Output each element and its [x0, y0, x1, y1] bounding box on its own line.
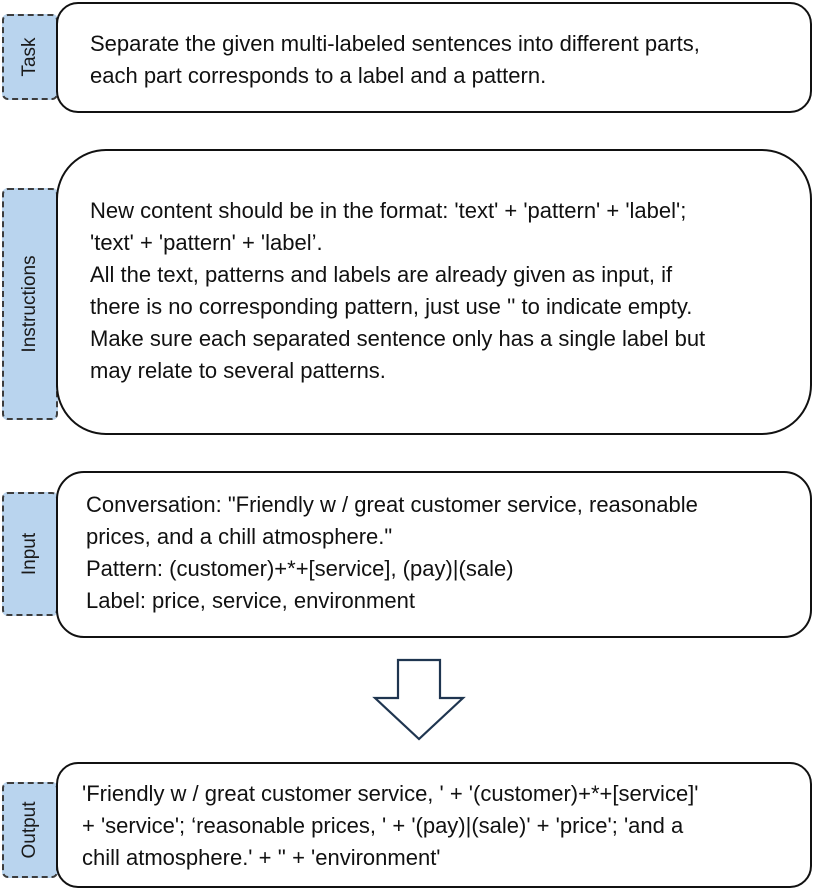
- output-line: chill atmosphere.' + '' + 'environment': [82, 845, 441, 870]
- instructions-text: New content should be in the format: 'te…: [90, 195, 705, 387]
- instructions-line: New content should be in the format: 'te…: [90, 198, 687, 223]
- instructions-line: All the text, patterns and labels are al…: [90, 262, 673, 287]
- input-tab-label: Input: [19, 532, 40, 576]
- task-tab-label: Task: [19, 37, 40, 77]
- instructions-line: 'text' + 'pattern' + 'label’.: [90, 230, 323, 255]
- instructions-line: may relate to several patterns.: [90, 358, 386, 383]
- input-line: prices, and a chill atmosphere.": [86, 524, 393, 549]
- task-line: Separate the given multi-labeled sentenc…: [90, 31, 700, 56]
- task-tab: Task: [2, 14, 58, 100]
- input-line: Conversation: "Friendly w / great custom…: [86, 492, 698, 517]
- instructions-tab-label: Instructions: [19, 255, 40, 353]
- output-tab-label: Output: [19, 801, 40, 859]
- output-line: + 'service'; ‘reasonable prices, ' + '(p…: [82, 813, 684, 838]
- task-text: Separate the given multi-labeled sentenc…: [90, 28, 700, 92]
- output-line: 'Friendly w / great customer service, ' …: [82, 781, 699, 806]
- instructions-tab: Instructions: [2, 188, 58, 420]
- input-text: Conversation: "Friendly w / great custom…: [86, 489, 698, 617]
- input-line: Pattern: (customer)+*+[service], (pay)|(…: [86, 556, 514, 581]
- output-box: 'Friendly w / great customer service, ' …: [56, 762, 812, 888]
- instructions-line: Make sure each separated sentence only h…: [90, 326, 706, 351]
- task-box: Separate the given multi-labeled sentenc…: [56, 2, 812, 113]
- input-box: Conversation: "Friendly w / great custom…: [56, 471, 812, 638]
- instructions-line: there is no corresponding pattern, just …: [90, 294, 693, 319]
- input-tab: Input: [2, 492, 58, 616]
- output-text: 'Friendly w / great customer service, ' …: [82, 778, 699, 874]
- task-line: each part corresponds to a label and a p…: [90, 63, 547, 88]
- input-line: Label: price, service, environment: [86, 588, 415, 613]
- output-tab: Output: [2, 782, 58, 878]
- down-arrow-icon: [372, 658, 466, 741]
- instructions-box: New content should be in the format: 'te…: [56, 149, 812, 435]
